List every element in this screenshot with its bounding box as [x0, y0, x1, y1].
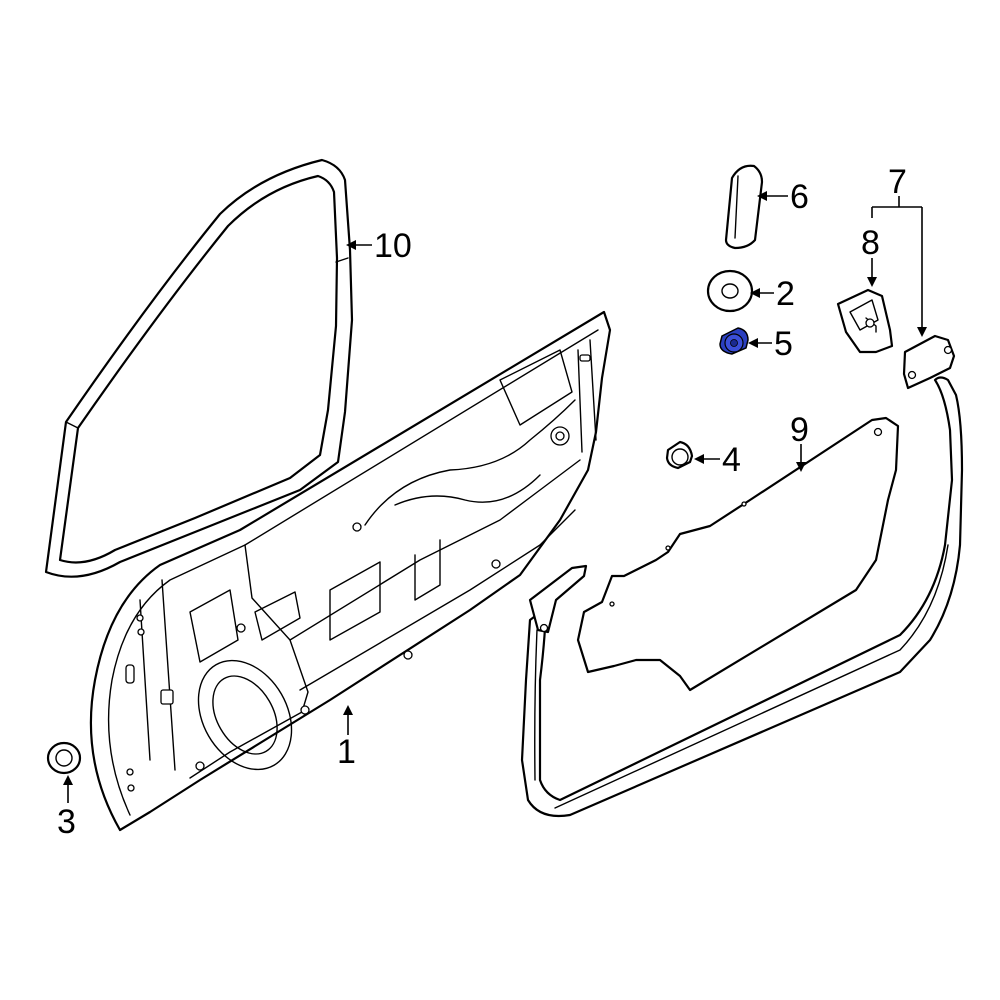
part-1-door-shell[interactable]: [89, 310, 612, 832]
part-4-bumper[interactable]: [665, 440, 694, 470]
callout-10: 10: [374, 227, 412, 265]
callout-3: 3: [57, 803, 76, 841]
part-2-washer[interactable]: [706, 269, 754, 313]
callout-2: 2: [776, 275, 795, 313]
callout-labels: 10 6 2 5 4 9 7 8 1 3: [57, 163, 907, 841]
callout-8: 8: [861, 224, 880, 262]
callout-4: 4: [722, 441, 741, 479]
callout-7: 7: [888, 163, 907, 201]
part-9-insulator[interactable]: [576, 416, 900, 692]
part-10-window-weatherstrip[interactable]: [44, 158, 354, 578]
callout-6: 6: [790, 178, 809, 216]
part-6-cover[interactable]: [724, 164, 764, 250]
part-8-bracket[interactable]: [836, 288, 894, 354]
part-7-door-weatherstrip[interactable]: [520, 334, 964, 818]
callout-5: 5: [774, 325, 793, 363]
part-3-grommet[interactable]: [46, 741, 82, 775]
callout-1: 1: [337, 733, 356, 771]
callout-9: 9: [790, 411, 809, 449]
leader-lines: [63, 191, 927, 803]
part-5-bushing[interactable]: [719, 327, 749, 355]
